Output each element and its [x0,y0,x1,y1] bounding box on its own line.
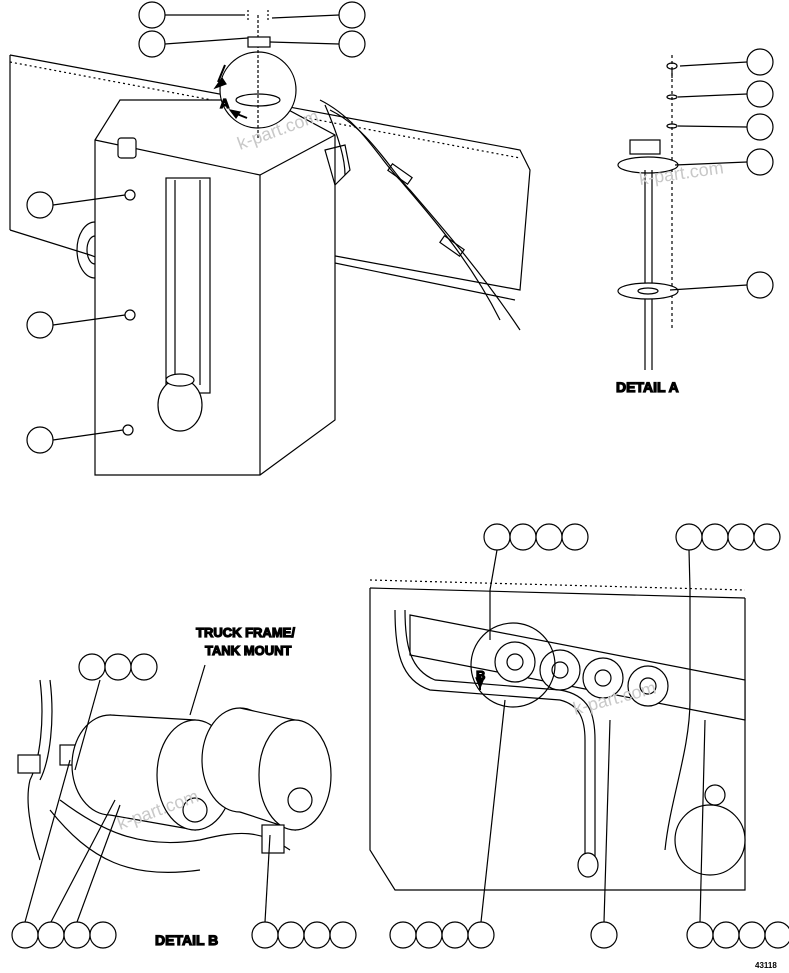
callouts-detail-b [11,653,357,949]
callout [26,311,54,339]
callout [329,921,357,949]
callout [590,921,618,949]
callout [746,271,774,299]
fuel-tank [94,99,336,476]
callout [712,921,740,949]
callout [89,921,117,949]
callout [251,921,279,949]
truck-frame-label-line2: TANK MOUNT [205,643,291,658]
detail-b-title: DETAIL B [155,932,218,948]
callout [277,921,305,949]
detail-a-title: DETAIL A [616,379,679,395]
callout [138,1,166,29]
callout [764,921,789,949]
callout [303,921,331,949]
callout [535,523,563,551]
callout [415,921,443,949]
callout [675,523,703,551]
top-hardware [247,10,271,48]
callout [26,191,54,219]
detail-a: DETAIL A [615,48,774,396]
callout [130,653,158,681]
filter-mount-view: B [369,523,789,949]
callout [26,426,54,454]
callout [738,921,766,949]
callout [138,30,166,58]
callout [746,48,774,76]
callouts-bottom-right [389,523,789,949]
truck-frame-label-line1: TRUCK FRAME/ [196,625,295,640]
callout [441,921,469,949]
sender-detail-circle-a: A [213,15,297,140]
view-b-label: B [476,668,485,683]
detail-b-filters: TRUCK FRAME/ TANK MOUNT DETAIL B [11,624,357,949]
callout [467,921,495,949]
callout [78,653,106,681]
callout [746,148,774,176]
callout [746,113,774,141]
callout [37,921,65,949]
callout [483,523,511,551]
callout [11,921,39,949]
callout [686,921,714,949]
callout [746,80,774,108]
callout [104,653,132,681]
callout [753,523,781,551]
fuel-lines-top [319,99,521,331]
figure-number: 43118 [755,961,777,970]
callout [509,523,537,551]
callout [727,523,755,551]
callout [701,523,729,551]
callout [389,921,417,949]
callout [338,30,366,58]
callout [63,921,91,949]
view-a-label: A [220,96,230,111]
callouts-top [26,1,366,454]
callout [561,523,589,551]
callout [338,1,366,29]
